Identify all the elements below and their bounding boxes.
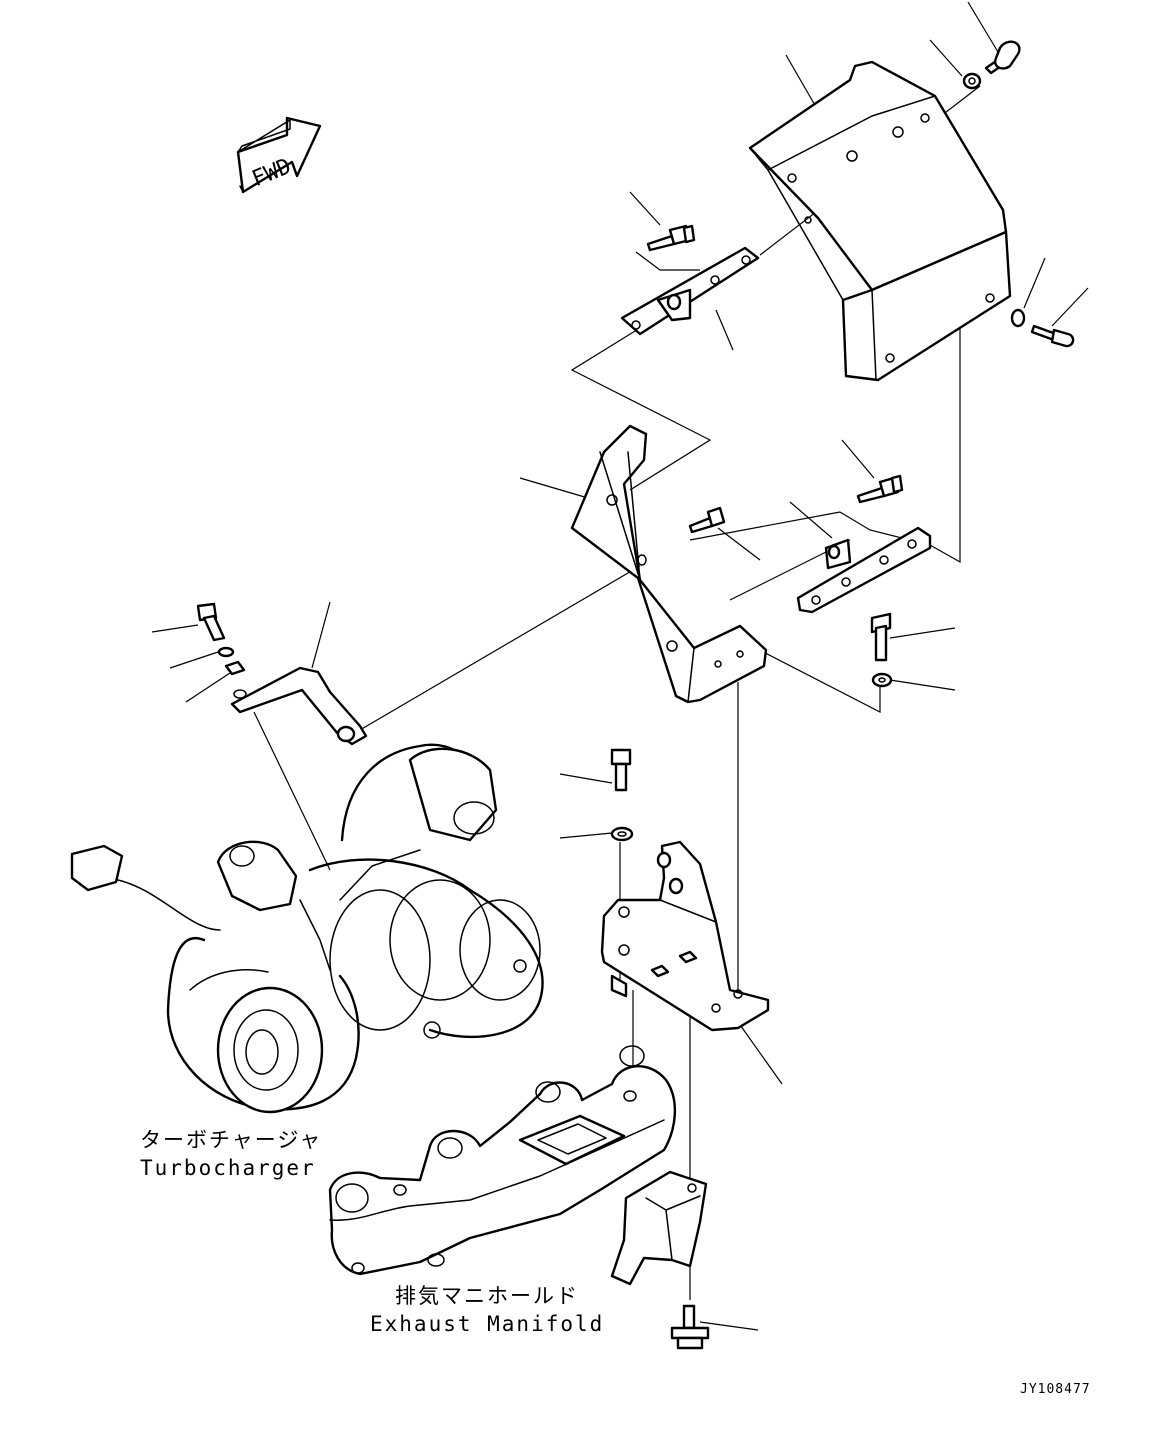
bolt-main-bracket-b xyxy=(856,474,904,504)
fwd-arrow-icon: FWD xyxy=(236,116,322,194)
main-bracket xyxy=(570,424,768,704)
exhaust-manifold-label-en: Exhaust Manifold xyxy=(370,1312,605,1336)
leader-lines xyxy=(151,1,1089,1331)
exhaust-manifold-label-jp: 排気マニホールド xyxy=(395,1284,579,1308)
upper-mounting-bracket xyxy=(620,246,760,336)
bolt-right-middle xyxy=(870,612,893,688)
lower-mounting-bracket xyxy=(600,840,770,1032)
bolt-main-bracket-a xyxy=(688,506,726,534)
bolt-vertical-middle xyxy=(610,748,634,842)
side-bracket xyxy=(796,526,932,614)
manifold-heat-plate xyxy=(610,1170,708,1286)
bolt-top-right xyxy=(962,40,1021,90)
bolt-right xyxy=(1010,308,1075,348)
exhaust-manifold xyxy=(328,1045,677,1276)
bolt-bottom xyxy=(670,1304,710,1350)
bolt-upper-bracket xyxy=(646,224,696,252)
turbocharger-label-en: Turbocharger xyxy=(140,1156,316,1180)
drawing-code: JY108477 xyxy=(1020,1382,1091,1397)
heat-shield xyxy=(748,60,1012,382)
bolt-left xyxy=(196,602,246,676)
turbo-support-arm xyxy=(230,666,368,746)
turbocharger-label-jp: ターボチャージャ xyxy=(140,1128,323,1152)
turbocharger xyxy=(70,743,544,1114)
